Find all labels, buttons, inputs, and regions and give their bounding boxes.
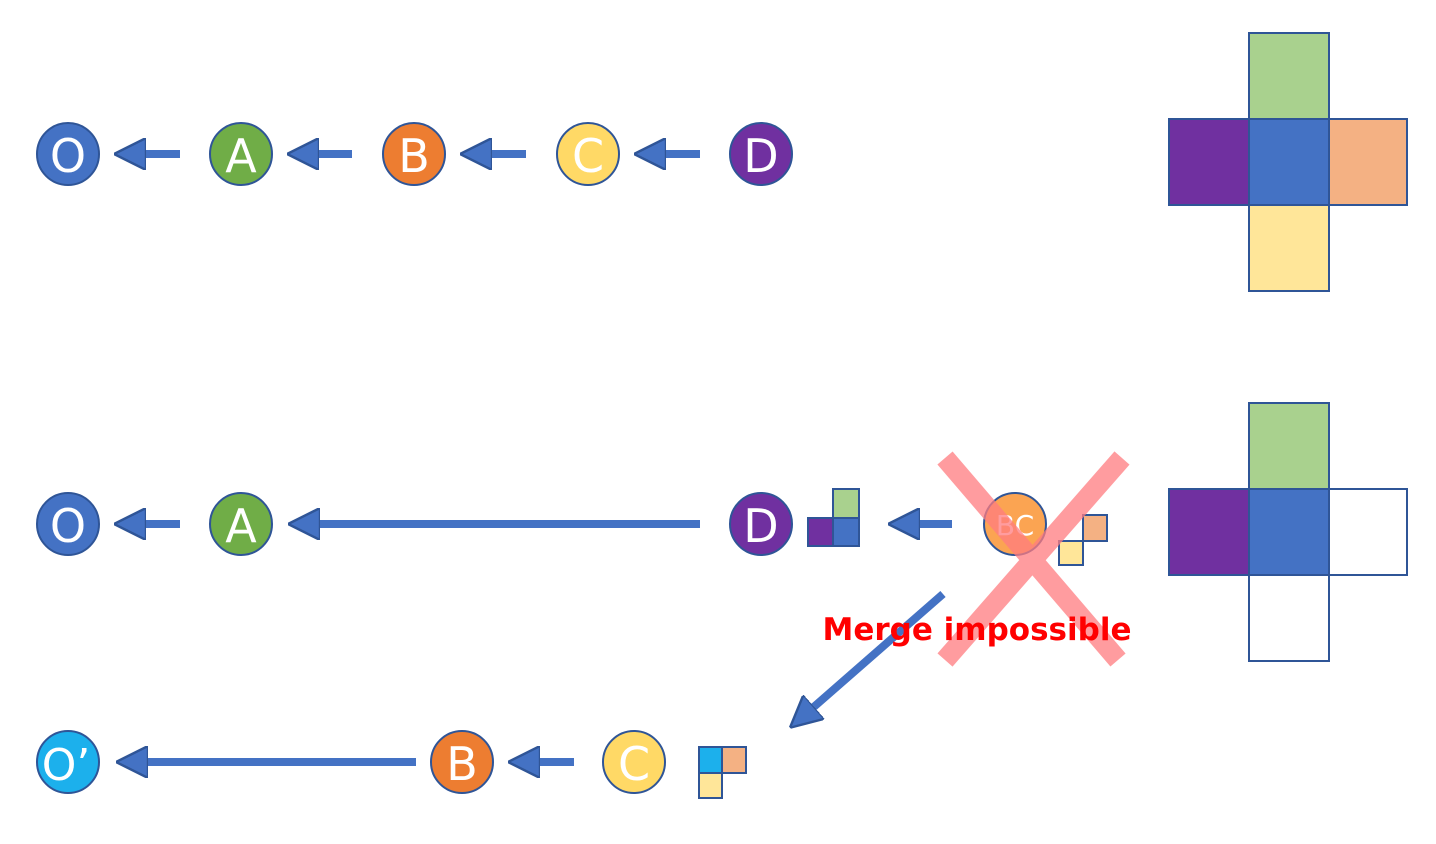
merge-impossible-label: Merge impossible (823, 612, 1132, 648)
cell2-left-purple (1168, 488, 1250, 576)
node-o-2: O (36, 492, 100, 556)
node-b-3-label: B (446, 737, 478, 791)
node-b-3: B (430, 730, 494, 794)
tile-d-purple (807, 517, 834, 547)
cross-grid-partial (1168, 402, 1408, 662)
tiles-c (698, 746, 747, 799)
tile-d-green (832, 488, 860, 519)
tile-d-blue (832, 517, 860, 547)
node-o-prime-label: O’ (42, 740, 91, 791)
cell-right-orange (1328, 118, 1408, 206)
tiles-bc (1058, 514, 1108, 566)
node-c: C (556, 122, 620, 186)
node-o-prime: O’ (36, 730, 100, 794)
tile-bc-yellow (1058, 540, 1084, 566)
node-d-label: D (743, 129, 778, 183)
cell2-bottom-empty (1248, 574, 1330, 662)
arrow-diagonal (808, 590, 946, 712)
node-a-2: A (209, 492, 273, 556)
row-2: O A D BC (36, 402, 1408, 712)
tile-c-cyan (698, 746, 723, 774)
cell-top-green (1248, 32, 1330, 120)
node-c-3-label: C (618, 737, 650, 791)
node-o-2-label: O (50, 499, 86, 553)
tile-bc-orange (1082, 514, 1108, 542)
cross-grid-full (1168, 32, 1408, 292)
cell2-top-green (1248, 402, 1330, 490)
cell-center-blue (1248, 118, 1330, 206)
tile-c-orange (721, 746, 747, 774)
node-o-label: O (50, 129, 86, 183)
row-3: O’ B C (36, 730, 747, 799)
node-c-label: C (572, 129, 604, 183)
node-a-label: A (225, 129, 257, 183)
cross-mark (937, 451, 1130, 667)
node-o: O (36, 122, 100, 186)
node-a: A (209, 122, 273, 186)
node-b: B (382, 122, 446, 186)
cell-left-purple (1168, 118, 1250, 206)
tile-c-yellow (698, 772, 723, 799)
node-d: D (729, 122, 793, 186)
cell2-right-empty (1328, 488, 1408, 576)
node-b-label: B (398, 129, 430, 183)
row-1: O A B C D (36, 32, 1408, 292)
node-d-2: D (729, 492, 793, 556)
node-c-3: C (602, 730, 666, 794)
cell2-center-blue (1248, 488, 1330, 576)
node-a-2-label: A (225, 499, 257, 553)
tiles-d (807, 488, 860, 547)
cell-bottom-yellow (1248, 204, 1330, 292)
node-d-2-label: D (743, 499, 778, 553)
